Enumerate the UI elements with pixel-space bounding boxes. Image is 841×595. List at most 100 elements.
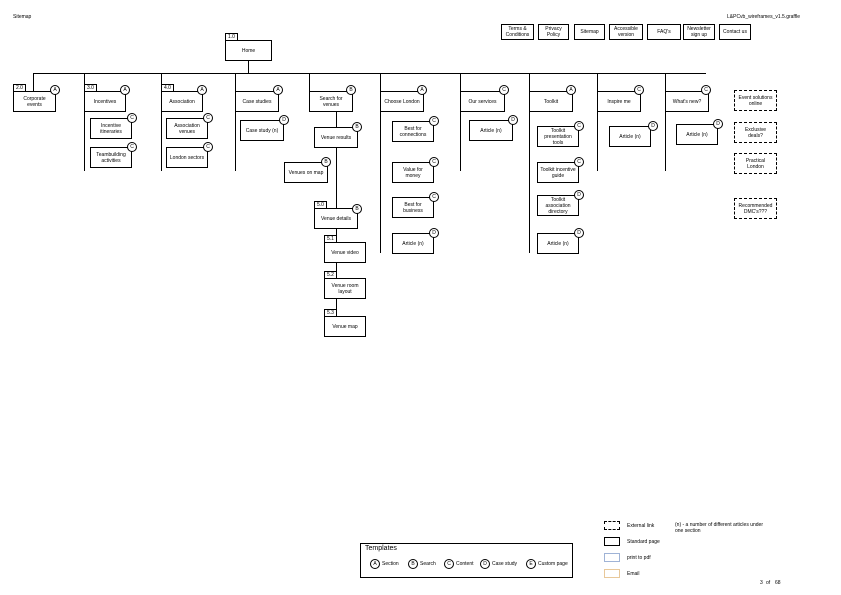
venue-map-node[interactable]: Venue map — [324, 316, 366, 337]
whats-new-node[interactable]: What's new? — [665, 91, 709, 112]
template-badge: B — [352, 122, 362, 132]
connector — [84, 73, 85, 171]
nav-faqs[interactable]: FAQ's — [647, 24, 681, 40]
page-title: Sitemap — [13, 14, 32, 20]
template-badge: C — [701, 85, 711, 95]
connector — [248, 60, 249, 73]
best-for-business-node[interactable]: Best for business — [392, 197, 434, 218]
template-label: Case study — [492, 561, 518, 567]
nav-privacy[interactable]: Privacy Policy — [538, 24, 569, 40]
inspire-article-node[interactable]: Article (n) — [609, 126, 651, 147]
key-standard-label: Standard page — [627, 539, 660, 545]
toolkit-association-node[interactable]: Toolkit association directory — [537, 195, 579, 216]
search-venues-node[interactable]: Search for venues — [309, 91, 353, 112]
choose-london-node[interactable]: Choose London — [380, 91, 424, 112]
nav-accessible[interactable]: Accessible version — [609, 24, 643, 40]
best-connections-node[interactable]: Best for connections — [392, 121, 434, 142]
association-venues-node[interactable]: Association venues — [166, 118, 208, 139]
template-badge: A — [273, 85, 283, 95]
inspire-me-node[interactable]: Inspire me — [597, 91, 641, 112]
london-sectors-node[interactable]: London sectors — [166, 147, 208, 168]
page-current: 3 — [760, 580, 763, 586]
template-badge: B — [321, 157, 331, 167]
template-badge: C — [429, 116, 439, 126]
template-badge: C — [127, 142, 137, 152]
our-services-node[interactable]: Our services — [460, 91, 505, 112]
venues-on-map-node[interactable]: Venues on map — [284, 162, 328, 183]
page-of: of — [766, 580, 771, 586]
template-badge: A — [417, 85, 427, 95]
template-badge: C — [574, 121, 584, 131]
template-badge: C — [203, 142, 213, 152]
template-label: Custom page — [538, 561, 568, 567]
incentive-itineraries-node[interactable]: Incentive itineraries — [90, 118, 132, 139]
incentives-node[interactable]: Incentives — [84, 91, 126, 112]
nav-contact[interactable]: Contact us — [719, 24, 751, 40]
template-badge: C — [429, 192, 439, 202]
template-badge: C — [429, 157, 439, 167]
teambuilding-node[interactable]: Teambuilding activities — [90, 147, 132, 168]
template-badge: A — [50, 85, 60, 95]
template-badge: C — [499, 85, 509, 95]
template-letter: D — [480, 559, 490, 569]
connector — [460, 73, 461, 171]
toolkit-article-node[interactable]: Article (n) — [537, 233, 579, 254]
template-badge: D — [429, 228, 439, 238]
template-badge: D — [574, 228, 584, 238]
template-letter: A — [370, 559, 380, 569]
template-letter: C — [444, 559, 454, 569]
key-email-label: Email — [627, 571, 640, 577]
association-node[interactable]: Association — [161, 91, 203, 112]
venue-details-node[interactable]: Venue details — [314, 208, 358, 229]
template-badge: A — [120, 85, 130, 95]
connector — [33, 73, 34, 93]
ext-practical-london[interactable]: Practical London — [734, 153, 777, 174]
toolkit-incentive-node[interactable]: Toolkit incentive guide — [537, 162, 579, 183]
ext-recommended-dmcs[interactable]: Recommended DMC's??? — [734, 198, 777, 219]
ext-event-solutions[interactable]: Event solutions online — [734, 90, 777, 111]
template-badge: B — [346, 85, 356, 95]
templates-legend: Templates A Section B Search C Content D… — [360, 543, 573, 578]
key-standard-swatch — [604, 537, 620, 546]
template-badge: A — [566, 85, 576, 95]
template-badge: C — [574, 157, 584, 167]
whats-new-article-node[interactable]: Article (n) — [676, 124, 718, 145]
template-label: Content — [456, 561, 474, 567]
key-note: (n) - a number of different articles und… — [675, 522, 764, 534]
connector — [597, 73, 598, 171]
key-email-swatch — [604, 569, 620, 578]
connector — [161, 73, 162, 171]
case-study-n-node[interactable]: Case study (n) — [240, 120, 284, 141]
case-studies-node[interactable]: Case studies — [235, 91, 279, 112]
connector — [665, 73, 666, 171]
template-badge: D — [508, 115, 518, 125]
choose-article-node[interactable]: Article (n) — [392, 233, 434, 254]
nav-sitemap[interactable]: Sitemap — [574, 24, 605, 40]
venue-video-node[interactable]: Venue video — [324, 242, 366, 263]
services-article-node[interactable]: Article (n) — [469, 120, 513, 141]
template-badge: C — [127, 113, 137, 123]
nav-terms[interactable]: Terms & Conditions — [501, 24, 534, 40]
page-total: 68 — [775, 580, 781, 586]
venue-room-layout-node[interactable]: Venue room layout — [324, 278, 366, 299]
template-letter: B — [408, 559, 418, 569]
toolkit-node[interactable]: Toolkit — [529, 91, 573, 112]
corporate-events-node[interactable]: Corporate events — [13, 91, 56, 112]
connector — [33, 73, 706, 74]
connector — [380, 73, 381, 253]
template-badge: D — [279, 115, 289, 125]
venue-results-node[interactable]: Venue results — [314, 127, 358, 148]
value-for-money-node[interactable]: Value for money — [392, 162, 434, 183]
template-badge: A — [197, 85, 207, 95]
ext-exclusive-deals[interactable]: Exclusive deals? — [734, 122, 777, 143]
nav-newsletter[interactable]: Newsletter sign up — [683, 24, 715, 40]
key-external-swatch — [604, 521, 620, 530]
home-node[interactable]: Home — [225, 40, 272, 61]
template-badge: B — [352, 204, 362, 214]
connector — [529, 73, 530, 253]
key-external-label: External link — [627, 523, 655, 529]
toolkit-presentation-node[interactable]: Toolkit presentation tools — [537, 126, 579, 147]
key-pdf-swatch — [604, 553, 620, 562]
connector — [235, 73, 236, 171]
templates-title: Templates — [365, 545, 397, 552]
